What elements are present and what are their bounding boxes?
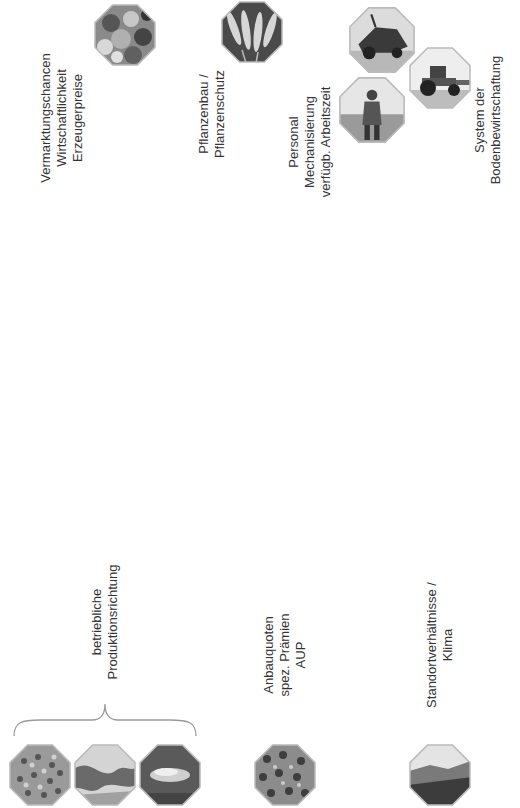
machine-photo [349,7,415,73]
factor-label: Standortverhältnisse / Klima [424,574,456,716]
factor-label: System der Bodenbewirtschaftung [472,53,504,187]
factor-label: Pflanzenbau / Pflanzenschutz [196,64,228,164]
plant-photo [139,744,201,806]
group-brace [14,704,196,736]
tractor-photo [409,47,471,109]
vegetable-photo [94,4,156,66]
factor-label: Personal Mechanisierung verfügb. Arbeits… [286,79,334,205]
factor-label: Vermarktungschancen Wirtschaftlichkeit E… [38,50,86,186]
factor-label: betriebliche Produktionsrichtung [89,558,121,686]
field-photo [74,744,136,806]
crop-photo [9,744,71,806]
landscape-photo [409,744,471,806]
wheat-photo [221,1,283,63]
farmer-photo [339,77,405,143]
factor-label: Anbauquoten spez. Prämien AUP [261,606,309,704]
crop-rows-photo [254,744,316,806]
